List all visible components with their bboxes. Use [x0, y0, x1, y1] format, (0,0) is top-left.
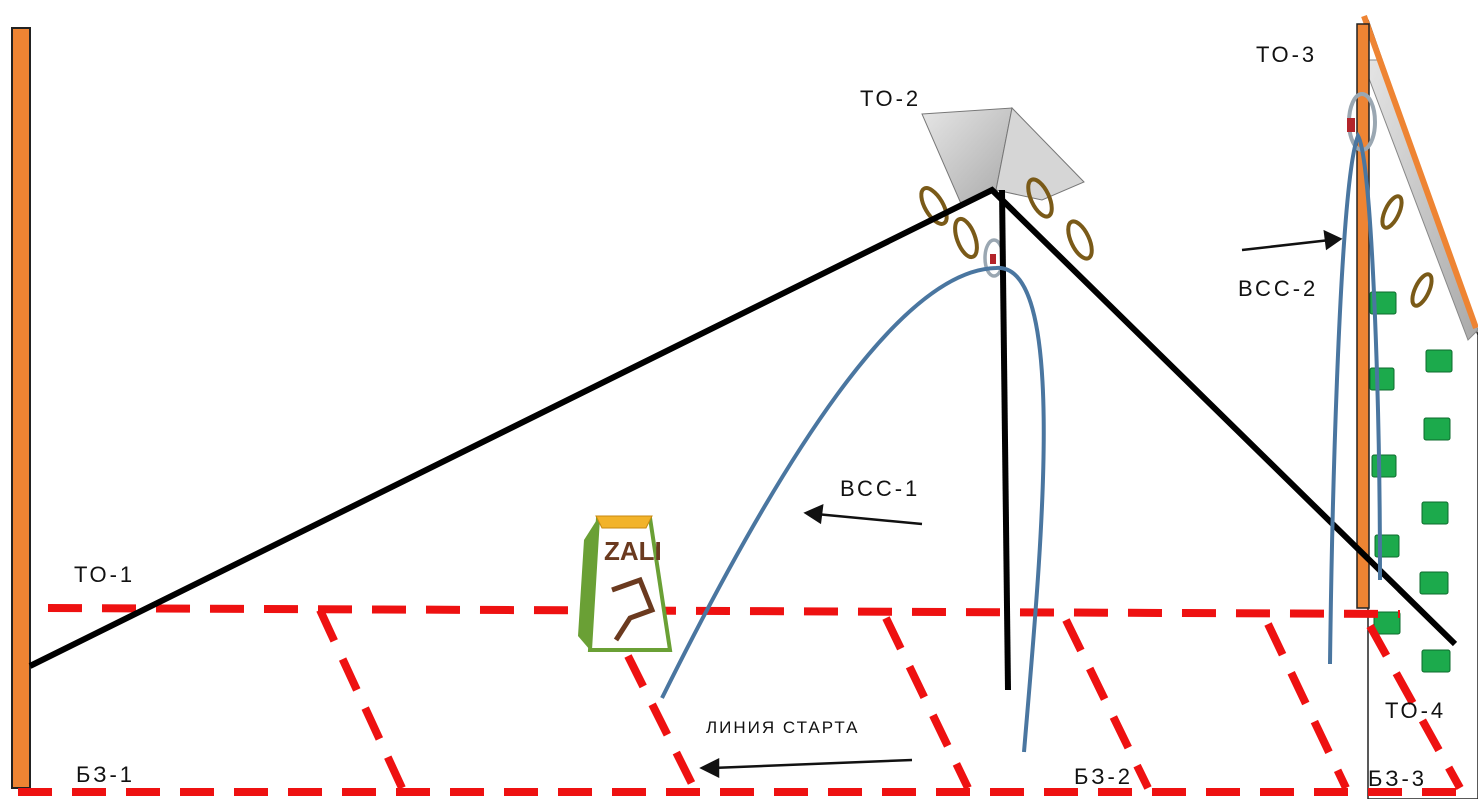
arrow-vss1 [815, 512, 923, 526]
carabiner-icon [919, 186, 949, 226]
carabiner-icon [1380, 194, 1404, 230]
label-bz3: БЗ-3 [1368, 766, 1428, 791]
zali-cone-icon: ZALI [578, 515, 673, 652]
svg-text:ZALI: ZALI [604, 536, 662, 566]
label-start-line: ЛИНИЯ СТАРТА [706, 718, 860, 737]
boundary-diagonal-2 [624, 654, 698, 790]
carabiner-icon [953, 216, 979, 260]
label-to4: ТО-4 [1385, 698, 1447, 723]
climbing-hold-icon [1371, 454, 1397, 478]
climbing-hold-icon [1419, 571, 1449, 595]
right-wall-top-plate [1361, 59, 1478, 341]
right-post [1356, 23, 1370, 609]
label-vss1: ВСС-1 [840, 476, 921, 501]
climbing-hold-icon [1425, 349, 1453, 373]
boundary-top [47, 604, 1401, 618]
boundary-diagonal-4 [1062, 618, 1152, 790]
climbing-hold-icon [1423, 417, 1451, 441]
carabiner-icon [1066, 219, 1094, 261]
carabiner-icon [1410, 272, 1434, 308]
climbing-hold-icon [1369, 367, 1395, 391]
arrow-start-head [699, 757, 720, 779]
arrow-vss2-head [1323, 229, 1343, 251]
carabiner-icon [1026, 177, 1054, 219]
label-vss2: ВСС-2 [1238, 276, 1319, 301]
to2-anchor [919, 106, 1094, 278]
arrows [699, 229, 1343, 779]
boundary-lines [18, 604, 1476, 796]
label-bz2: БЗ-2 [1074, 764, 1134, 789]
boundary-diagonal-5 [1264, 622, 1350, 790]
wall-carabiners [1380, 194, 1434, 308]
label-to2: ТО-2 [860, 86, 922, 111]
label-to3: ТО-3 [1256, 42, 1318, 67]
arrow-vss2 [1241, 238, 1331, 252]
main-rope-vertical [999, 189, 1011, 691]
safety-rope-vss2 [1328, 131, 1382, 665]
climbing-hold-icon [1421, 649, 1451, 673]
to3-carabiner-lock [1347, 118, 1355, 132]
label-to1: ТО-1 [74, 562, 136, 587]
climbing-hold-icon [1373, 611, 1401, 635]
boundary-diagonal-1 [316, 608, 406, 790]
arrow-vss1-head [803, 503, 824, 525]
main-rope [28, 186, 1458, 669]
left-post [11, 27, 31, 789]
boundary-diagonal-3 [882, 616, 972, 790]
right-wall [1367, 19, 1478, 799]
climbing-hold-icon [1421, 501, 1449, 525]
safety-rope-vss1 [660, 265, 1046, 753]
right-wall-edge [1361, 14, 1478, 330]
boundary-diagonal-6 [1366, 624, 1464, 790]
label-bz1: БЗ-1 [76, 762, 136, 787]
arrow-start [711, 758, 913, 770]
